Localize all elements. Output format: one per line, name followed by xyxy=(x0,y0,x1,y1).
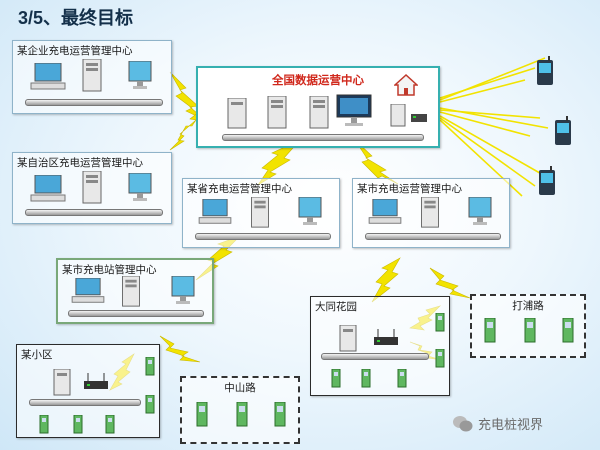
server-tower-icon xyxy=(390,104,406,127)
charging-pile-icon xyxy=(73,415,83,434)
enterprise-center-box: 某企业充电运营管理中心 xyxy=(12,40,172,114)
community-label: 某小区 xyxy=(21,349,53,361)
server-tower-icon xyxy=(82,171,102,204)
charging-pile-icon xyxy=(435,349,445,368)
computer-icon xyxy=(30,175,66,202)
charging-pile-icon xyxy=(274,402,286,427)
watermark: 充电桩视界 xyxy=(452,414,543,433)
zhongshan-road-box: 中山路 xyxy=(180,376,300,444)
router-icon xyxy=(374,329,398,345)
region-center-box: 某自治区充电运营管理中心 xyxy=(12,152,172,224)
watermark-text: 充电桩视界 xyxy=(478,418,544,433)
charging-pile-icon xyxy=(145,357,155,376)
zhongshan-road-label: 中山路 xyxy=(224,382,256,394)
network-bus xyxy=(25,99,163,106)
charging-pile-icon xyxy=(105,415,115,434)
datong-garden-box: 大同花园 xyxy=(310,296,450,396)
computer-icon xyxy=(198,199,232,224)
monitor-icon xyxy=(298,197,322,225)
national-center-label: 全国数据运营中心 xyxy=(272,73,364,87)
datong-garden-label: 大同花园 xyxy=(315,301,357,313)
network-bus xyxy=(365,233,501,240)
page-title: 3/5、最终目标 xyxy=(18,8,134,28)
charging-pile-icon xyxy=(484,318,496,343)
charging-pile-icon xyxy=(562,318,574,343)
mobile-phone-icon xyxy=(537,56,553,85)
charging-pile-icon xyxy=(524,318,536,343)
wechat-icon xyxy=(453,415,473,431)
monitor-icon xyxy=(336,94,372,126)
computer-icon xyxy=(71,278,105,303)
server-tower-icon xyxy=(309,96,329,129)
network-bus xyxy=(321,353,429,360)
enterprise-center-label: 某企业充电运营管理中心 xyxy=(17,45,133,57)
charging-pile-icon xyxy=(196,402,208,427)
network-bus xyxy=(29,399,141,406)
router-icon xyxy=(84,373,108,389)
monitor-icon xyxy=(128,173,152,201)
server-tower-icon xyxy=(339,325,357,352)
router-icon xyxy=(411,114,427,122)
station-center-label: 某市充电站管理中心 xyxy=(62,264,157,276)
dapu-road-label: 打浦路 xyxy=(512,300,544,312)
city-center-label: 某市充电运营管理中心 xyxy=(357,183,462,195)
network-bus xyxy=(222,134,424,141)
charging-pile-icon xyxy=(236,402,248,427)
network-bus xyxy=(195,233,331,240)
station-center-box: 某市充电站管理中心 xyxy=(56,258,214,324)
house-icon xyxy=(394,74,418,96)
computer-icon xyxy=(30,63,66,90)
lightning-link-icon xyxy=(429,267,471,299)
charging-pile-icon xyxy=(145,395,155,414)
charging-pile-icon xyxy=(331,369,341,388)
monitor-icon xyxy=(171,276,195,304)
network-bus xyxy=(25,209,163,216)
region-center-label: 某自治区充电运营管理中心 xyxy=(17,157,143,169)
charging-pile-icon xyxy=(435,313,445,332)
server-tower-icon xyxy=(251,197,269,228)
server-tower-icon xyxy=(227,98,247,129)
city-center-box: 某市充电运营管理中心 xyxy=(352,178,510,248)
server-tower-icon xyxy=(122,276,140,307)
lightning-link-icon xyxy=(159,335,201,363)
server-tower-icon xyxy=(421,197,439,228)
monitor-icon xyxy=(468,197,492,225)
server-tower-icon xyxy=(267,96,287,129)
mobile-phone-icon xyxy=(555,116,571,145)
mobile-phone-icon xyxy=(539,166,555,195)
network-bus xyxy=(68,310,204,317)
province-center-label: 某省充电运营管理中心 xyxy=(187,183,292,195)
server-tower-icon xyxy=(53,369,71,396)
charging-pile-icon xyxy=(397,369,407,388)
monitor-icon xyxy=(128,61,152,89)
charging-pile-icon xyxy=(361,369,371,388)
national-center-box: 全国数据运营中心 xyxy=(196,66,440,148)
computer-icon xyxy=(368,199,402,224)
server-tower-icon xyxy=(82,59,102,92)
province-center-box: 某省充电运营管理中心 xyxy=(182,178,340,248)
community-box: 某小区 xyxy=(16,344,160,438)
dapu-road-box: 打浦路 xyxy=(470,294,586,358)
charging-pile-icon xyxy=(39,415,49,434)
